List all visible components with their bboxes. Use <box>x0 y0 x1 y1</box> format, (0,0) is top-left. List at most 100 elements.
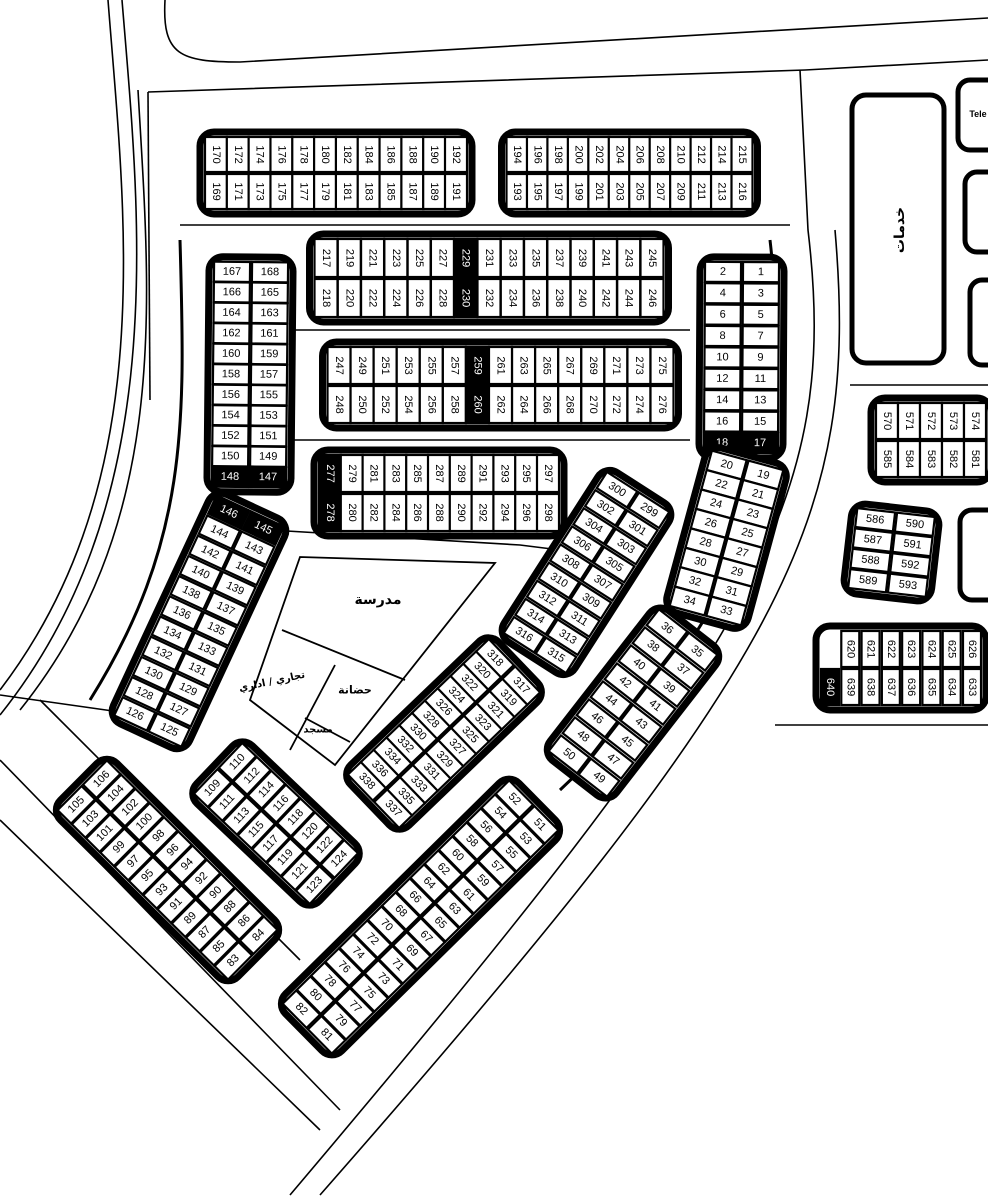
plot-313[interactable]: 313 <box>545 617 590 657</box>
plot-213[interactable]: 213 <box>709 172 734 211</box>
plot-190[interactable]: 190 <box>422 135 447 174</box>
plot-280[interactable]: 280 <box>339 492 364 533</box>
plot-175[interactable]: 175 <box>269 172 294 211</box>
plot-1[interactable]: 1 <box>741 260 781 284</box>
plot-225[interactable]: 225 <box>406 237 432 279</box>
plot-90[interactable]: 90 <box>195 872 237 913</box>
plot-17[interactable]: 17 <box>740 431 780 455</box>
plot-279[interactable]: 279 <box>339 453 364 494</box>
plot-239[interactable]: 239 <box>569 237 595 279</box>
plot-187[interactable]: 187 <box>400 172 425 211</box>
plot-77[interactable]: 77 <box>334 986 376 1028</box>
plot-293[interactable]: 293 <box>492 453 517 494</box>
plot-122[interactable]: 122 <box>304 824 345 866</box>
plot-47[interactable]: 47 <box>591 739 635 781</box>
plot-186[interactable]: 186 <box>378 135 403 174</box>
plot-92[interactable]: 92 <box>181 858 222 899</box>
plot-182[interactable]: 182 <box>334 135 360 174</box>
plot-229[interactable]: 229 <box>453 237 479 279</box>
plot-307[interactable]: 307 <box>580 563 625 602</box>
plot-266[interactable]: 266 <box>534 384 560 425</box>
plot-216[interactable]: 216 <box>730 172 754 211</box>
plot-152[interactable]: 152 <box>211 424 250 448</box>
plot-124[interactable]: 124 <box>319 838 360 880</box>
plot-268[interactable]: 268 <box>557 384 583 425</box>
plot-301[interactable]: 301 <box>615 509 660 548</box>
plot-49[interactable]: 49 <box>577 757 621 799</box>
plot-147[interactable]: 147 <box>248 465 288 489</box>
plot-270[interactable]: 270 <box>580 384 606 425</box>
plot-622[interactable]: 622 <box>880 629 901 669</box>
plot-282[interactable]: 282 <box>361 492 386 533</box>
plot-253[interactable]: 253 <box>395 345 421 386</box>
plot-6[interactable]: 6 <box>703 303 742 326</box>
plot-150[interactable]: 150 <box>210 445 250 468</box>
plot-226[interactable]: 226 <box>406 277 432 319</box>
plot-189[interactable]: 189 <box>422 172 447 211</box>
plot-288[interactable]: 288 <box>426 492 452 533</box>
plot-234[interactable]: 234 <box>499 277 525 319</box>
plot-193[interactable]: 193 <box>505 172 529 211</box>
plot-264[interactable]: 264 <box>510 384 537 425</box>
plot-96[interactable]: 96 <box>152 829 194 871</box>
plot-256[interactable]: 256 <box>418 384 444 425</box>
plot-81[interactable]: 81 <box>306 1014 347 1056</box>
plot-242[interactable]: 242 <box>592 277 619 319</box>
plot-116[interactable]: 116 <box>260 783 302 824</box>
plot-287[interactable]: 287 <box>426 453 452 494</box>
plot-159[interactable]: 159 <box>249 342 289 366</box>
plot-202[interactable]: 202 <box>587 135 611 174</box>
plot-243[interactable]: 243 <box>616 237 642 279</box>
plot-162[interactable]: 162 <box>212 322 251 345</box>
plot-172[interactable]: 172 <box>225 135 250 174</box>
plot-84[interactable]: 84 <box>238 914 279 956</box>
plot-14[interactable]: 14 <box>703 388 742 412</box>
plot-57[interactable]: 57 <box>476 846 518 888</box>
plot-312[interactable]: 312 <box>525 579 570 618</box>
plot-112[interactable]: 112 <box>231 755 273 797</box>
plot-620[interactable]: 620 <box>840 629 861 669</box>
plot-241[interactable]: 241 <box>592 237 619 279</box>
plot-88[interactable]: 88 <box>209 886 251 928</box>
plot-248[interactable]: 248 <box>326 384 352 425</box>
plot-291[interactable]: 291 <box>470 453 495 494</box>
plot-153[interactable]: 153 <box>249 404 288 427</box>
plot-195[interactable]: 195 <box>525 172 550 211</box>
plot-297[interactable]: 297 <box>535 453 561 494</box>
plot-639[interactable]: 639 <box>840 667 861 707</box>
plot-310[interactable]: 310 <box>537 561 581 600</box>
plot-252[interactable]: 252 <box>372 384 398 425</box>
plot-3[interactable]: 3 <box>741 282 781 305</box>
plot-8[interactable]: 8 <box>703 324 742 348</box>
plot-276[interactable]: 276 <box>649 384 675 425</box>
plot-194[interactable]: 194 <box>505 135 529 174</box>
plot-143[interactable]: 143 <box>231 530 276 567</box>
plot-129[interactable]: 129 <box>166 671 211 708</box>
plot-296[interactable]: 296 <box>514 492 539 533</box>
plot-180[interactable]: 180 <box>312 135 338 174</box>
plot-236[interactable]: 236 <box>522 277 549 319</box>
plot-166[interactable]: 166 <box>212 281 252 304</box>
plot-95[interactable]: 95 <box>127 855 168 896</box>
plot-201[interactable]: 201 <box>587 172 611 211</box>
plot-300[interactable]: 300 <box>595 470 639 509</box>
plot-16[interactable]: 16 <box>702 410 742 433</box>
plot-257[interactable]: 257 <box>441 345 467 386</box>
plot-306[interactable]: 306 <box>560 524 604 564</box>
plot-589[interactable]: 589 <box>846 567 890 594</box>
plot-260[interactable]: 260 <box>464 384 491 425</box>
plot-119[interactable]: 119 <box>265 836 306 878</box>
plot-203[interactable]: 203 <box>607 172 631 211</box>
plot-100[interactable]: 100 <box>124 801 165 843</box>
plot-114[interactable]: 114 <box>246 769 287 811</box>
plot-103[interactable]: 103 <box>70 798 111 840</box>
plot-208[interactable]: 208 <box>648 135 672 174</box>
plot-68[interactable]: 68 <box>380 890 422 932</box>
plot-587[interactable]: 587 <box>851 527 894 553</box>
plot-233[interactable]: 233 <box>499 237 525 279</box>
plot-99[interactable]: 99 <box>98 827 140 868</box>
plot-319[interactable]: 319 <box>487 677 529 719</box>
plot-74[interactable]: 74 <box>337 932 379 974</box>
plot-35[interactable]: 35 <box>675 631 719 673</box>
plot-121[interactable]: 121 <box>279 850 321 892</box>
